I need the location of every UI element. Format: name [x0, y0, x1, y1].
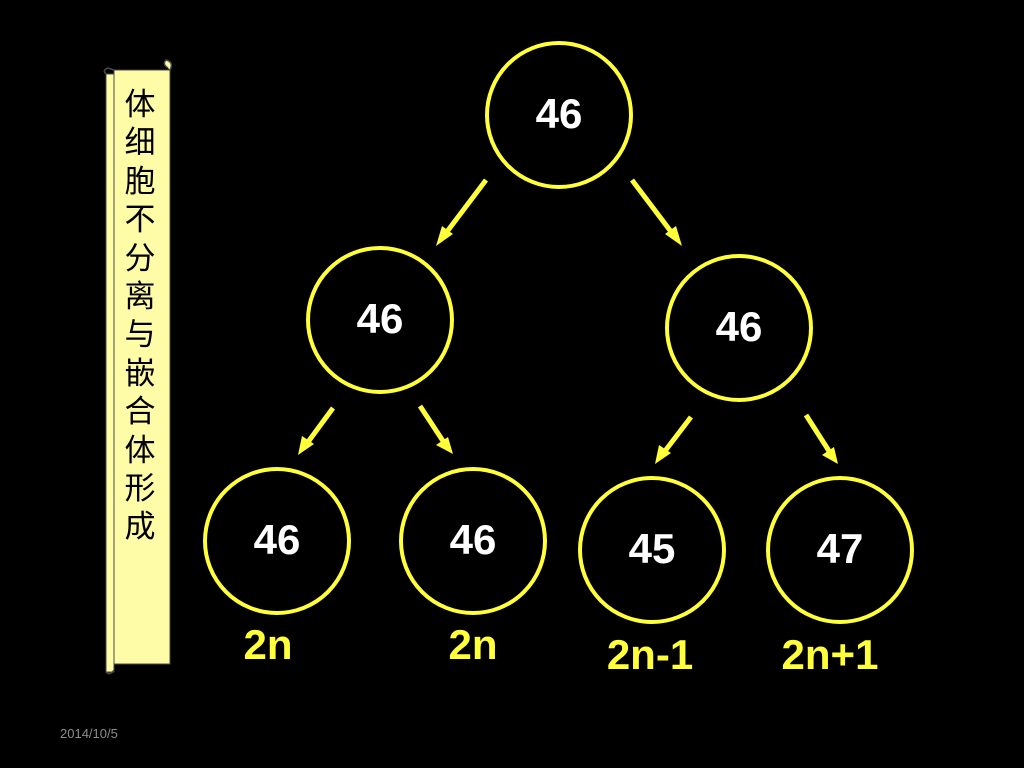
node-leaf-2-count: 46	[450, 516, 497, 563]
node-leaf-1-count: 46	[254, 516, 301, 563]
slide-date: 2014/10/5	[60, 726, 118, 741]
arrow-left-right	[417, 404, 453, 454]
arrow-root-right	[630, 178, 682, 246]
node-leaf-4-count: 47	[817, 525, 864, 572]
node-leaf-3: 45	[578, 476, 726, 624]
node-leaf-1: 46	[203, 467, 351, 615]
node-leaf-2: 46	[399, 467, 547, 615]
node-level2-right-count: 46	[716, 303, 763, 350]
arrow-right-right	[803, 413, 838, 464]
arrow-root-left	[436, 178, 488, 246]
node-level2-left-count: 46	[357, 295, 404, 342]
ploidy-label-leaf-4: 2n+1	[782, 631, 879, 678]
scroll-title: 体细胞不分离与嵌合体形成	[124, 87, 156, 546]
arrow-right-left	[655, 415, 693, 464]
node-level2-right: 46	[665, 254, 813, 402]
ploidy-label-leaf-1: 2n	[243, 621, 292, 668]
node-level2-left: 46	[306, 246, 454, 394]
node-root: 46	[485, 41, 633, 189]
ploidy-label-leaf-3: 2n-1	[607, 631, 693, 678]
scroll-banner	[103, 59, 173, 675]
arrow-left-left	[298, 406, 336, 455]
node-leaf-4: 47	[766, 476, 914, 624]
ploidy-label-leaf-2: 2n	[448, 621, 497, 668]
node-leaf-3-count: 45	[629, 525, 676, 572]
node-root-count: 46	[536, 90, 583, 137]
